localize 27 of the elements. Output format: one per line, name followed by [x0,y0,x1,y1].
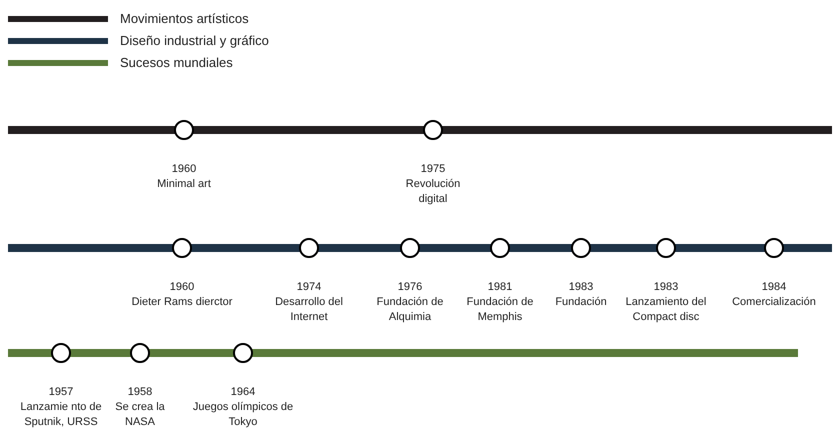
event-description: Lanzamie nto de Sputnik, URSS [19,400,103,430]
event-description: Se crea la NASA [115,400,165,430]
event-description: Fundación de Alquimia [376,295,444,325]
event-description: Lanzamiento del Compact disc [624,295,708,325]
event-year: 1983 [568,280,594,295]
event-year: 1958 [128,385,152,400]
event-year: 1981 [488,280,512,295]
event-description: Revolución digital [404,177,462,207]
event-description: Desarrollo del Internet [274,295,344,325]
event-description: Dieter Rams dierctor [132,295,232,310]
event-year: 1975 [420,162,446,177]
event-year: 1960 [170,280,194,295]
event-year: 1974 [296,280,322,295]
event-year: 1983 [654,280,678,295]
legend-label: Diseño industrial y gráfico [120,32,269,50]
legend-label: Sucesos mundiales [120,54,233,72]
event-year: 1957 [48,385,74,400]
event-year: 1960 [172,162,196,177]
legend-label: Movimientos artísticos [120,10,249,28]
event-description: Fundación de Memphis [466,295,534,325]
event-description: Minimal art [157,177,211,192]
event-year: 1984 [762,280,786,295]
event-year: 1964 [230,385,256,400]
event-description: Juegos olímpicos de Tokyo [192,400,294,430]
event-description: Fundación [555,295,607,310]
event-description: Comercialización [732,295,816,310]
event-year: 1976 [398,280,422,295]
